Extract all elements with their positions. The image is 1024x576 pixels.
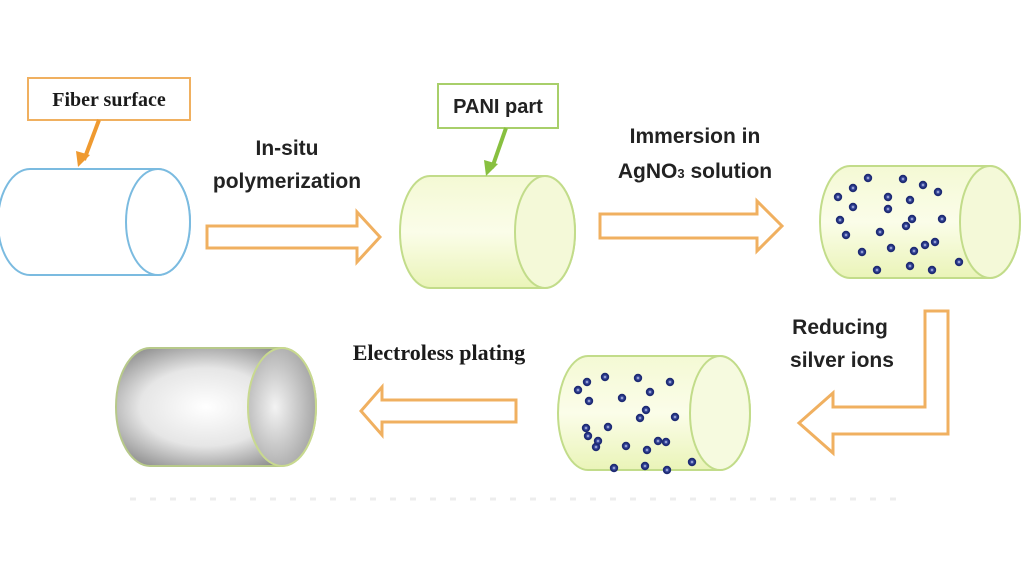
silver-ion-dot bbox=[621, 441, 631, 451]
step2-right-arrow-icon bbox=[598, 197, 785, 255]
step3-label-line2: silver ions bbox=[790, 349, 894, 372]
silver-ion-dot bbox=[833, 192, 843, 202]
silver-ion-dot bbox=[920, 240, 930, 250]
step2-label-line2: AgNO3 solution bbox=[618, 160, 772, 183]
callout-arrowhead-icon bbox=[484, 160, 498, 176]
silver-ion-dot bbox=[582, 377, 592, 387]
silver-ion-dot bbox=[593, 436, 603, 446]
callout-arrowhead-icon bbox=[76, 151, 90, 167]
silver-ion-dot bbox=[665, 377, 675, 387]
ag-ion-loaded-fiber-cylinder bbox=[819, 165, 1021, 279]
silver-ion-dot bbox=[848, 202, 858, 212]
pani-part-callout: PANI part bbox=[437, 83, 559, 176]
step3-label-line1: Reducing bbox=[792, 316, 888, 339]
pani-coated-fiber-cylinder bbox=[399, 175, 576, 289]
silver-ion-dot bbox=[662, 465, 672, 475]
step4-left-arrow-icon bbox=[359, 383, 518, 439]
silver-ion-dot bbox=[905, 261, 915, 271]
silver-ion-dots bbox=[833, 173, 964, 275]
pani-part-label: PANI part bbox=[453, 96, 543, 118]
silver-ion-dot bbox=[848, 183, 858, 193]
silver-ion-dot bbox=[927, 265, 937, 275]
silver-ion-dot bbox=[617, 393, 627, 403]
silver-ion-dot bbox=[573, 385, 583, 395]
ag-seeded-fiber-cylinder bbox=[557, 355, 751, 475]
step3-down-left-arrow-icon bbox=[796, 309, 950, 457]
silver-ion-dot bbox=[883, 204, 893, 214]
silver-plated-fiber-cylinder bbox=[115, 347, 317, 467]
callout-pointer-line bbox=[82, 119, 101, 161]
silver-ion-dot bbox=[898, 174, 908, 184]
silver-ion-dot bbox=[835, 215, 845, 225]
silver-ion-dot bbox=[954, 257, 964, 267]
silver-ion-dot bbox=[670, 412, 680, 422]
silver-ion-dot bbox=[584, 396, 594, 406]
silver-ion-dot bbox=[918, 180, 928, 190]
silver-ion-dot bbox=[883, 192, 893, 202]
fiber-surface-label: Fiber surface bbox=[52, 89, 166, 111]
silver-seed-dots bbox=[573, 372, 697, 475]
silver-ion-dot bbox=[930, 237, 940, 247]
silver-ion-dot bbox=[937, 214, 947, 224]
silver-ion-dot bbox=[886, 243, 896, 253]
fiber-surface-callout: Fiber surface bbox=[27, 77, 191, 167]
silver-ion-dot bbox=[581, 423, 591, 433]
silver-ion-dot bbox=[583, 431, 593, 441]
silver-ion-dot bbox=[633, 373, 643, 383]
bare-fiber-cylinder bbox=[0, 168, 191, 276]
silver-ion-dot bbox=[640, 461, 650, 471]
silver-ion-dot bbox=[872, 265, 882, 275]
silver-ion-dot bbox=[661, 437, 671, 447]
step4-label: Electroless plating bbox=[353, 340, 526, 365]
silver-ion-dot bbox=[905, 195, 915, 205]
silver-ion-dot bbox=[642, 445, 652, 455]
step2-label-line1: Immersion in bbox=[630, 125, 761, 148]
step1-right-arrow-icon bbox=[205, 208, 383, 266]
silver-ion-dot bbox=[635, 413, 645, 423]
callout-pointer-line bbox=[490, 127, 508, 169]
silver-ion-dot bbox=[609, 463, 619, 473]
silver-ion-dot bbox=[909, 246, 919, 256]
silver-ion-dot bbox=[875, 227, 885, 237]
silver-ion-dot bbox=[641, 405, 651, 415]
silver-ion-dot bbox=[653, 436, 663, 446]
silver-ion-dot bbox=[933, 187, 943, 197]
silver-ion-dot bbox=[863, 173, 873, 183]
silver-ion-dot bbox=[841, 230, 851, 240]
silver-ion-dot bbox=[857, 247, 867, 257]
silver-ion-dot bbox=[603, 422, 613, 432]
step1-label-line2: polymerization bbox=[213, 170, 361, 193]
silver-ion-dot bbox=[645, 387, 655, 397]
step1-label-line1: In-situ bbox=[256, 137, 319, 160]
silver-ion-dot bbox=[687, 457, 697, 467]
silver-ion-dot bbox=[600, 372, 610, 382]
silver-ion-dot bbox=[901, 221, 911, 231]
silver-ion-dot bbox=[907, 214, 917, 224]
